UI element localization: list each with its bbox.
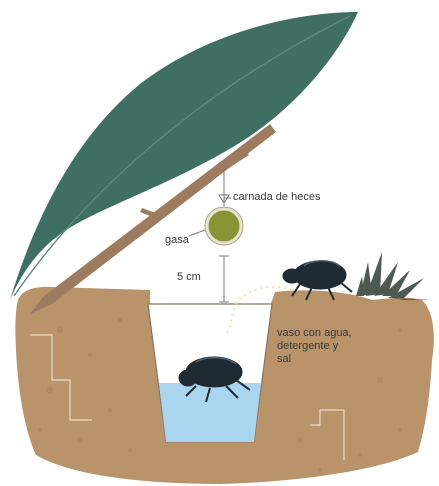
cup-label-line-2: detergente y <box>277 340 352 353</box>
gauze-leader <box>189 230 205 236</box>
bait-ball <box>207 209 241 243</box>
cup-label: vaso con agua, detergente y sal <box>277 327 352 366</box>
bait-label: carnada de heces <box>233 191 320 204</box>
grass-tuft <box>356 252 432 300</box>
distance-label: 5 cm <box>177 271 201 284</box>
distance-marker <box>219 256 229 302</box>
cup-water <box>159 383 261 442</box>
gauze-label: gasa <box>165 234 189 247</box>
cup-label-line-3: sal <box>277 353 352 366</box>
cup-label-line-1: vaso con agua, <box>277 327 352 340</box>
leaf <box>10 12 358 300</box>
